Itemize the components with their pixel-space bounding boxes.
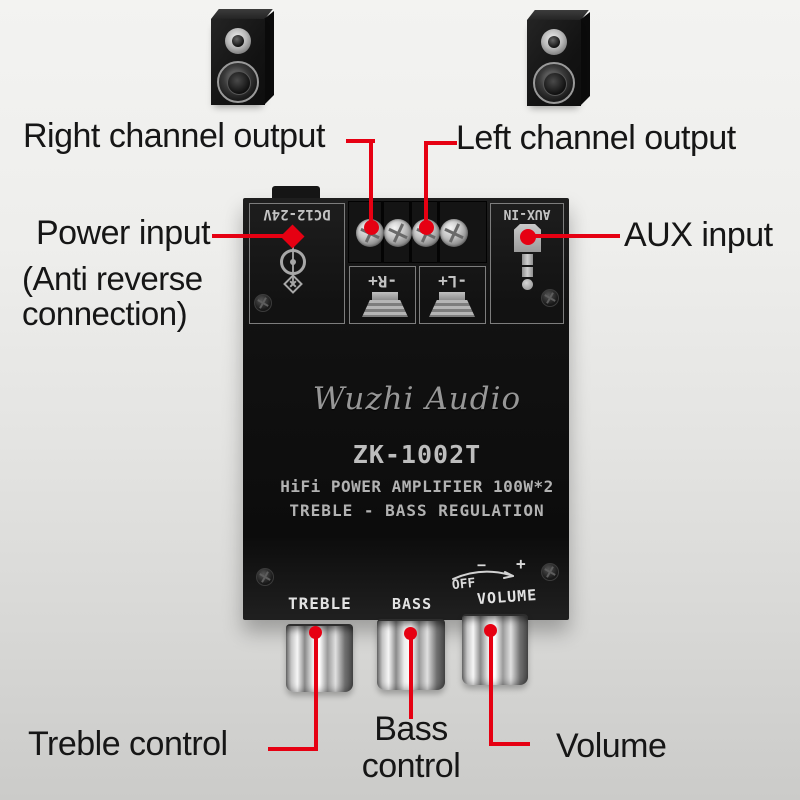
left-channel-callout-line (424, 141, 428, 227)
treble-callout-line (314, 631, 318, 751)
board-screw (256, 568, 274, 586)
bass-print: BASS (392, 595, 433, 613)
bass-control-label-line2: control (361, 747, 461, 786)
board-screw (541, 563, 559, 581)
aux-in-print: AUX-IN (503, 206, 551, 221)
woofer-cone (227, 71, 251, 95)
tweeter-icon (225, 28, 251, 54)
right-channel-callout-line (346, 139, 375, 143)
left-channel-output-label: Left channel output (456, 119, 736, 157)
right-channel-output-label: Right channel output (23, 117, 325, 155)
right-terminal-print: -R+ (368, 272, 397, 291)
speaker-image-left (211, 9, 274, 105)
left-terminal-print: -L+ (438, 272, 467, 291)
tweeter-icon (541, 29, 567, 55)
speaker-front-face (211, 19, 265, 105)
speaker-image-right (527, 10, 590, 106)
aux-jack-ring (522, 254, 533, 265)
dc-jack-circle-icon (280, 249, 306, 275)
board-screw (541, 289, 559, 307)
minus-print: − (477, 556, 487, 574)
board-top-connector (272, 186, 320, 200)
treble-callout-line (268, 747, 318, 751)
board-screw (254, 294, 272, 312)
speaker-top-face (211, 9, 273, 19)
right-channel-callout-dot (364, 220, 379, 235)
dc-jack-pin (290, 259, 296, 265)
woofer-icon (533, 62, 575, 104)
aux-input-label: AUX input (624, 216, 773, 254)
treble-control-label: Treble control (28, 725, 228, 763)
volume-direction-arrow-icon (452, 570, 514, 580)
speaker-side-face (264, 11, 274, 105)
tweeter-dome (232, 35, 244, 47)
dc-voltage-print: DC12-24V (263, 206, 331, 222)
terminal-screw-l-plus (440, 219, 468, 247)
speaker-side-face (580, 12, 590, 106)
left-channel-callout-line (426, 141, 457, 145)
model-number: ZK-1002T (352, 440, 482, 469)
power-input-label: Power input (36, 214, 211, 252)
right-terminal-box (349, 266, 416, 324)
right-channel-callout-line (369, 139, 373, 227)
aux-callout-dot (520, 229, 536, 245)
power-note-line2: connection) (22, 295, 188, 332)
tweeter-dome (548, 36, 560, 48)
brand-logo-text: Wuzhi Audio (312, 381, 522, 417)
spec-line-power: HiFi POWER AMPLIFIER 100W*2 (280, 477, 554, 496)
power-section-box (249, 203, 345, 324)
woofer-icon (217, 61, 259, 103)
volume-knob (462, 614, 528, 685)
volume-callout-line (489, 628, 493, 746)
aux-section-box (490, 203, 564, 324)
woofer-cone (543, 72, 567, 96)
volume-label: Volume (556, 727, 667, 765)
power-callout-line (212, 234, 288, 238)
treble-print: TREBLE (288, 594, 352, 613)
power-note-line1: (Anti reverse (22, 260, 203, 297)
left-terminal-box (419, 266, 486, 324)
plus-print: + (516, 554, 526, 573)
speaker-top-face (527, 10, 589, 20)
terminal-screw-r-plus (384, 219, 412, 247)
left-channel-callout-dot (419, 220, 434, 235)
aux-jack-tip (522, 279, 533, 290)
bass-callout-line (409, 631, 413, 719)
aux-callout-line (530, 234, 620, 238)
spec-line-regulation: TREBLE - BASS REGULATION (289, 501, 545, 520)
bass-control-label-line1: Bass (374, 710, 448, 748)
aux-jack-ring (522, 267, 533, 277)
volume-callout-line (489, 742, 530, 746)
bass-control-label: Bass control (336, 710, 486, 786)
speaker-front-face (527, 20, 581, 106)
